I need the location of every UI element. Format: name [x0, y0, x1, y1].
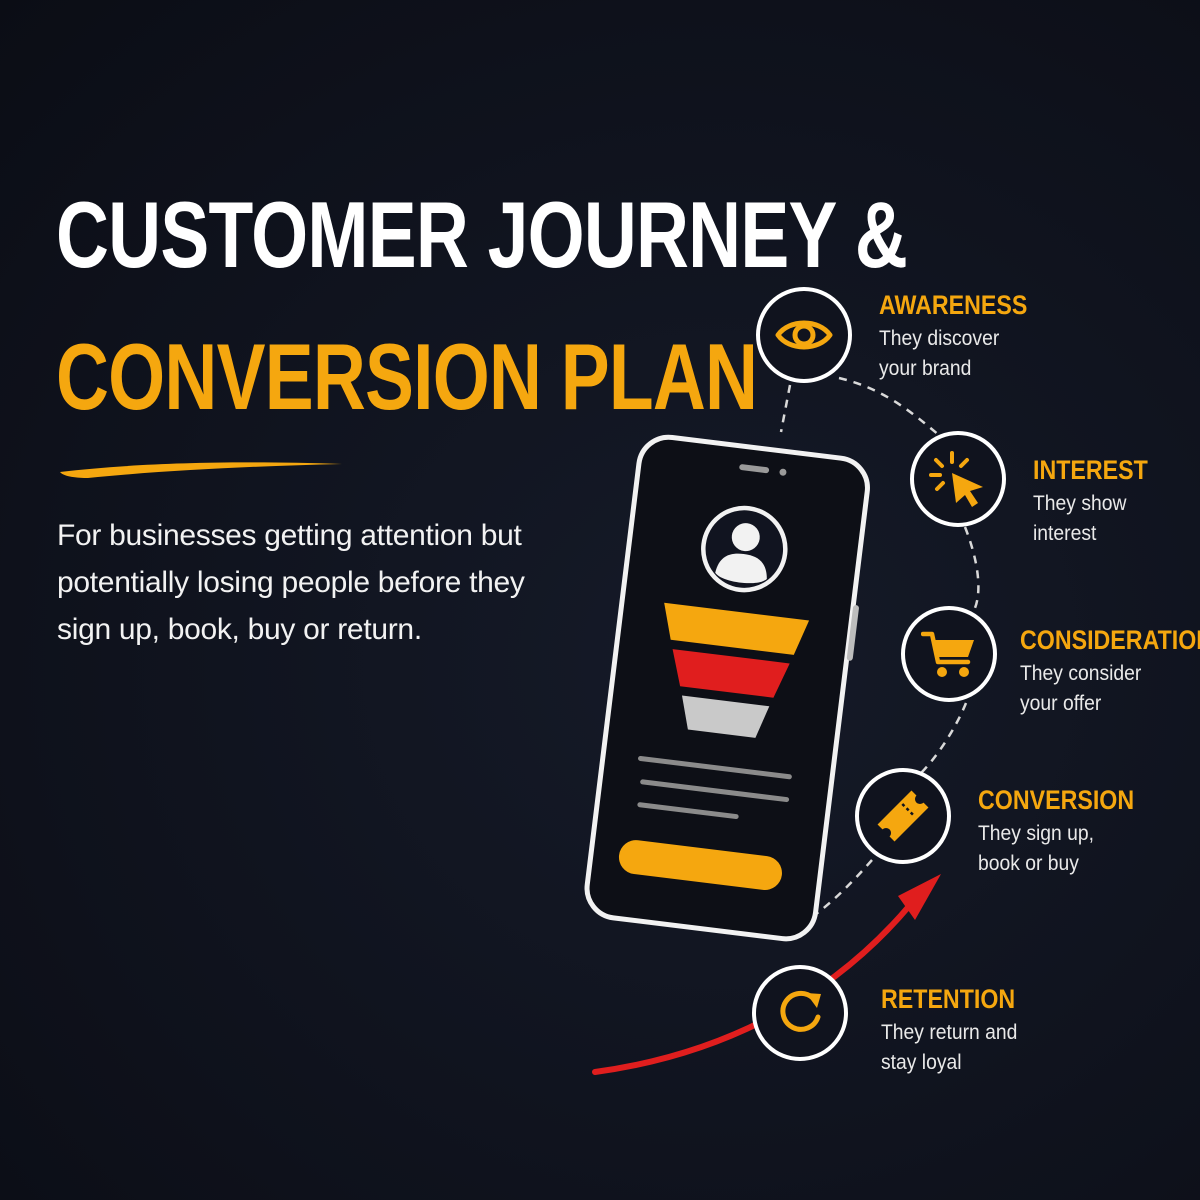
stage-conversion: CONVERSION They sign up, book or buy — [978, 785, 1160, 879]
stage-title: CONVERSION — [978, 785, 1135, 815]
text-line-2 — [640, 779, 790, 803]
ticket-icon — [877, 790, 929, 842]
stage-title: AWARENESS — [879, 290, 1028, 320]
text-line-3 — [637, 802, 739, 820]
funnel-top — [664, 602, 810, 655]
funnel-chart — [664, 602, 810, 738]
avatar-icon — [701, 505, 788, 593]
text-line-1 — [638, 755, 792, 780]
brush-underline — [60, 462, 342, 478]
shopping-cart-icon — [921, 631, 974, 677]
phone-cta-bar — [618, 840, 782, 890]
phone-camera — [779, 468, 787, 476]
refresh-icon — [780, 990, 821, 1032]
smartphone — [584, 434, 870, 942]
eye-icon — [775, 320, 833, 350]
journey-dashed-path — [779, 376, 980, 927]
funnel-middle — [672, 649, 790, 698]
stage-awareness: AWARENESS They discover your brand — [879, 290, 1052, 384]
title-line-1: CUSTOMER JOURNEY & — [56, 182, 908, 287]
stage-description: They consider your offer — [1020, 662, 1142, 715]
stage-retention-circle — [752, 965, 848, 1061]
stage-description: They discover your brand — [879, 327, 1000, 380]
stage-description: They return and stay loyal — [881, 1021, 1018, 1074]
stage-consideration: CONSIDERATION They consider your offer — [1020, 625, 1200, 719]
subtitle: For businesses getting attention but pot… — [57, 519, 525, 646]
title-line-2: CONVERSION PLAN — [56, 324, 758, 429]
stage-conversion-circle — [855, 768, 951, 864]
stage-description: They sign up, book or buy — [978, 822, 1094, 875]
stage-awareness-circle — [756, 287, 852, 383]
cursor-click-icon — [929, 451, 983, 507]
stage-interest: INTEREST They show interest — [1033, 455, 1200, 549]
phone-side-button — [846, 605, 859, 661]
stage-retention: RETENTION They return and stay loyal — [881, 984, 1051, 1078]
stage-description: They show interest — [1033, 492, 1127, 545]
stage-title: CONSIDERATION — [1020, 625, 1200, 655]
stage-title: RETENTION — [881, 984, 1016, 1014]
phone-speaker — [739, 464, 770, 474]
stage-interest-circle — [910, 431, 1006, 527]
stage-title: INTEREST — [1033, 455, 1148, 485]
stage-consideration-circle — [901, 606, 997, 702]
funnel-bottom — [681, 695, 770, 738]
growth-arrow-head — [898, 874, 941, 920]
